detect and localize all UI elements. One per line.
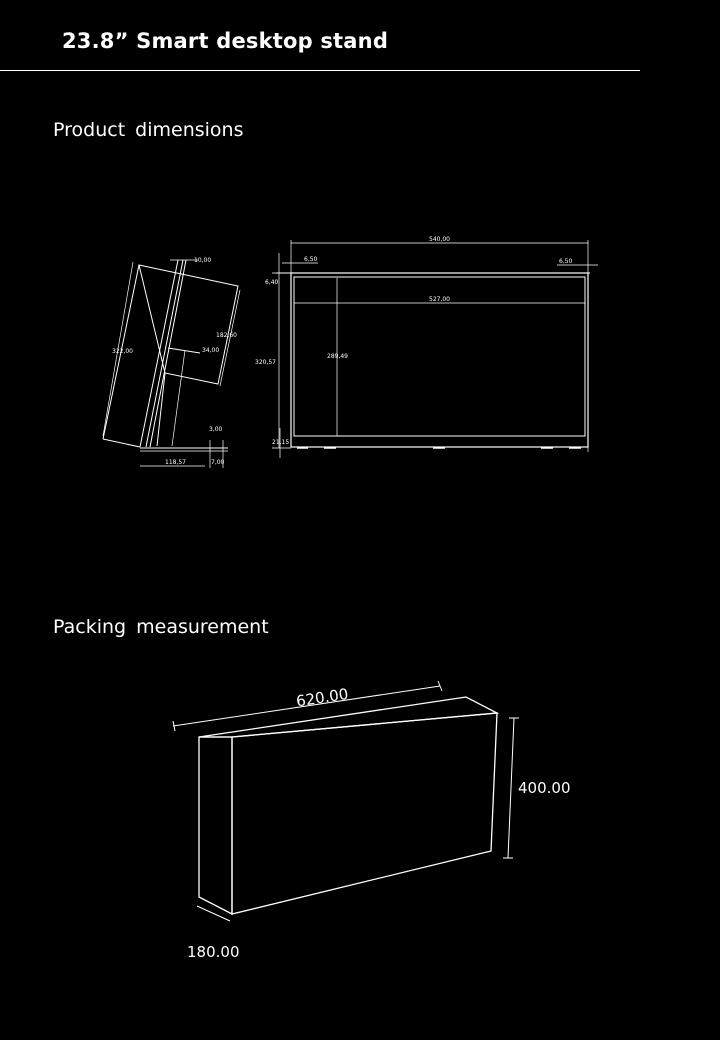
side-base-depth-label: 118,57 [165,459,186,466]
front-left-bezel-label: 6,50 [304,256,318,263]
packing-box-drawing [172,680,519,922]
front-height-label: 320,57 [255,359,276,366]
side-mount-offset-label: 34,00 [202,347,219,354]
side-foot-height-label: 3,00 [209,426,223,433]
side-mount-height-label: 182,60 [216,332,237,339]
packing-measurement-heading: Packing measurement [53,616,269,638]
front-screen-width-label: 527,00 [429,296,450,303]
side-foot-width-label: 7,00 [211,459,225,466]
product-dimensions-heading: Product dimensions [53,119,244,141]
side-thickness-label: 10,00 [194,257,211,264]
page-title: 23.8” Smart desktop stand [62,29,389,53]
title-divider [0,70,640,71]
packing-height-label: 400.00 [518,779,571,797]
front-top-bezel-label: 6,40 [265,279,279,286]
front-width-label: 540,00 [429,236,450,243]
packing-length-label: 620.00 [295,685,350,711]
front-bottom-bezel-label: 21,15 [272,439,289,446]
front-screen-height-label: 289,49 [327,353,348,360]
packing-depth-label: 180.00 [187,943,240,961]
front-view-drawing [272,240,598,458]
side-view-drawing [102,259,241,468]
front-right-bezel-label: 6,50 [559,258,573,265]
side-height-label: 322,00 [112,348,133,355]
